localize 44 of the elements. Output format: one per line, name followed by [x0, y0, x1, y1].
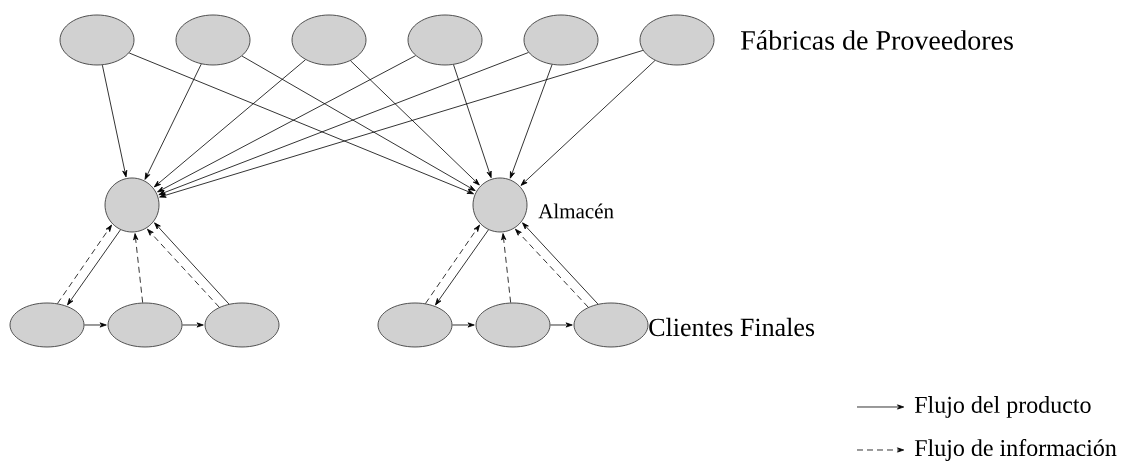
arrow	[453, 64, 492, 179]
arrow	[435, 229, 489, 306]
arrow	[147, 228, 220, 308]
ellipse-node	[407, 14, 483, 66]
group-label: Almacén	[538, 203, 614, 219]
arrow	[509, 64, 553, 179]
ellipse-node	[523, 14, 599, 66]
arrow	[182, 322, 204, 328]
arrow	[144, 63, 202, 180]
warehouse-circle	[472, 177, 528, 233]
arrow	[452, 322, 475, 328]
legend-text: Flujo de información	[914, 439, 1117, 461]
arrow	[67, 229, 121, 306]
ellipse-node	[475, 302, 551, 348]
ellipse-node	[175, 14, 251, 66]
ellipse-node	[204, 302, 280, 348]
arrow	[159, 50, 644, 198]
arrow	[57, 224, 112, 304]
arrow	[154, 222, 230, 305]
arrow	[84, 322, 107, 328]
arrow	[522, 222, 599, 305]
arrow	[153, 59, 306, 188]
arrow	[515, 228, 589, 308]
arrow	[350, 60, 480, 186]
ellipse-node	[59, 14, 135, 66]
ellipse-node	[291, 14, 367, 66]
arrow	[133, 233, 144, 303]
arrow	[158, 52, 529, 196]
ellipse-node	[639, 14, 715, 66]
arrow	[241, 55, 476, 192]
ellipse-node	[107, 302, 183, 348]
ellipse-node	[573, 302, 649, 348]
warehouse-circle	[104, 177, 160, 233]
arrow	[501, 233, 512, 303]
arrow	[520, 60, 656, 186]
group-label: Fábricas de Proveedores	[741, 30, 1013, 50]
ellipse-node	[377, 302, 453, 348]
arrow	[550, 322, 573, 328]
ellipse-node	[9, 302, 85, 348]
arrow	[101, 64, 128, 178]
legend-text: Flujo del producto	[914, 396, 1091, 418]
arrow	[157, 55, 416, 193]
arrow	[425, 224, 480, 304]
arrow	[128, 52, 474, 195]
